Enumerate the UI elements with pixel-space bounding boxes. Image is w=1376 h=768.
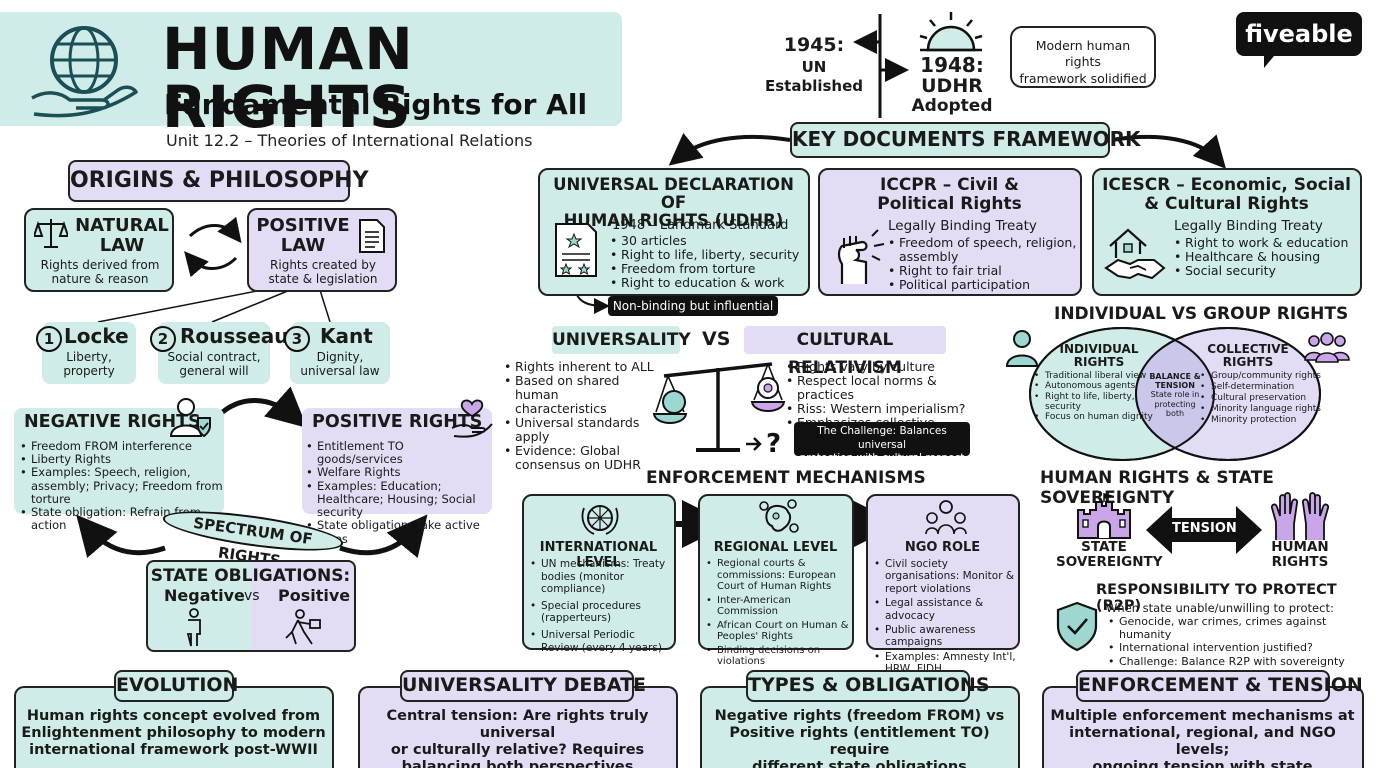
- document-icon: [359, 219, 385, 253]
- raised-hands-icon: [1270, 492, 1330, 540]
- regional-map-icon: [759, 499, 799, 533]
- certificate-icon: [555, 223, 597, 277]
- balance-scale-icon: [652, 362, 786, 452]
- individual-list: Traditional liberal view Autonomous agen…: [1034, 371, 1154, 423]
- r2p-lead: When state unable/unwilling to protect:: [1106, 601, 1334, 615]
- heart-hand-icon: [451, 399, 493, 438]
- origins-heading: ORIGINS & PHILOSOPHY: [68, 160, 369, 202]
- udhr-box: UNIVERSAL DECLARATION OF HUMAN RIGHTS (U…: [538, 168, 810, 296]
- natural-law-box: NATURAL LAW Rights derived from nature &…: [24, 208, 174, 292]
- summary-enforcement-label: ENFORCEMENT & TENSION: [1076, 670, 1363, 702]
- collective-list: Group/community rights Self-determinatio…: [1200, 371, 1330, 426]
- person-shield-icon: [169, 398, 211, 438]
- individual-title: INDIVIDUAL RIGHTS: [1059, 342, 1139, 370]
- r2p-list: Genocide, war crimes, crimes against hum…: [1108, 615, 1358, 668]
- negative-rights-list: Freedom FROM interference Liberty Rights…: [20, 439, 224, 533]
- summary-evolution-label: EVOLUTION: [114, 670, 238, 702]
- castle-icon: [1077, 493, 1131, 539]
- working-person-icon: [285, 609, 321, 645]
- enforcement-heading: ENFORCEMENT MECHANISMS: [646, 468, 926, 488]
- balance-tension-label: BALANCE & TENSION State role in protecti…: [1149, 372, 1201, 418]
- summary-universality-label: UNIVERSALITY DEBATE: [400, 670, 646, 702]
- universality-list: Rights inherent to ALL Based on shared h…: [504, 360, 654, 472]
- logo-bubble-tail: [1264, 56, 1282, 68]
- human-rights-label: HUMAN RIGHTS: [1271, 539, 1329, 570]
- r2p-title: RESPONSIBILITY TO PROTECT (R2P): [1096, 582, 1337, 614]
- challenge-note: The Challenge: Balances universal protec…: [794, 422, 970, 464]
- unit-label: Unit 12.2 – Theories of International Re…: [166, 131, 533, 150]
- fiveable-logo[interactable]: fiveable: [1236, 12, 1362, 68]
- regional-level-box: REGIONAL LEVEL Regional courts & commiss…: [698, 494, 854, 667]
- svg-text:?: ?: [766, 429, 781, 456]
- ngo-role-box: NGO ROLE Civil society organisations: Mo…: [866, 494, 1020, 675]
- group-people-icon: [1304, 332, 1350, 363]
- thinker-locke: 1 Locke Liberty, property: [36, 322, 136, 384]
- timeline-1948: 1948: UDHR Adopted: [911, 53, 993, 116]
- international-level-box: INTERNATIONAL LEVEL UN mechanisms: Treat…: [522, 494, 676, 654]
- thinker-kant: 3 Kant Dignity, universal law: [284, 322, 390, 384]
- icescr-box: ICESCR – Economic, Social & Cultural Rig…: [1092, 168, 1362, 296]
- header-banner: HUMAN RIGHTS Fundamental Rights for All: [0, 12, 622, 136]
- page-title: HUMAN RIGHTS: [162, 15, 414, 141]
- relativism-heading: CULTURAL RELATIVISM: [744, 326, 946, 378]
- sunrise-icon: [919, 12, 983, 52]
- group-rights-heading: INDIVIDUAL VS GROUP RIGHTS: [1054, 304, 1349, 324]
- thinker-number: 2: [150, 326, 176, 352]
- globe-hand-icon: [31, 26, 138, 118]
- thinker-number: 3: [284, 326, 310, 352]
- thinker-rousseau: 2 Rousseau Social contract, general will: [150, 322, 289, 384]
- state-obligations-box: STATE OBLIGATIONS: Negative vs Positive: [146, 560, 356, 652]
- collective-title: COLLECTIVE RIGHTS: [1207, 342, 1289, 370]
- timeline-note-bubble: Modern human rights framework solidified: [1010, 26, 1156, 88]
- positive-law-box: POSITIVE LAW Rights created by state & l…: [247, 208, 397, 292]
- timeline-1945: 1945: UN Established: [764, 34, 863, 95]
- key-documents-heading: KEY DOCUMENTS FRAMEWORK: [790, 122, 1141, 158]
- state-sovereignty-label: STATE SOVEREIGNTY: [1056, 539, 1163, 570]
- udhr-note: Non-binding but influential: [608, 296, 778, 316]
- question-icon: ?: [746, 429, 781, 456]
- people-network-icon: [925, 500, 967, 535]
- negative-rights-title: NEGATIVE RIGHTS: [24, 412, 201, 432]
- summary-types-label: TYPES & OBLIGATIONS: [746, 670, 990, 702]
- house-handshake-icon: [1104, 228, 1166, 280]
- universality-vs: VS: [702, 328, 731, 350]
- thinker-number: 1: [36, 326, 62, 352]
- tension-label: TENSION: [1172, 521, 1237, 536]
- shield-check-icon: [1056, 601, 1098, 652]
- positive-rights-list: Entitlement TO goods/services Welfare Ri…: [306, 439, 492, 546]
- positive-rights-title: POSITIVE RIGHTS: [312, 412, 483, 432]
- person-icon: [1005, 330, 1039, 367]
- universality-heading: UNIVERSALITY: [552, 326, 691, 354]
- page-subtitle: Fundamental Rights for All: [164, 88, 588, 121]
- scales-icon: [34, 219, 68, 248]
- standing-person-icon: [186, 608, 201, 647]
- iccpr-box: ICCPR – Civil & Political Rights Legally…: [818, 168, 1082, 296]
- raised-fist-icon: [837, 229, 885, 284]
- un-emblem-icon: [581, 505, 619, 535]
